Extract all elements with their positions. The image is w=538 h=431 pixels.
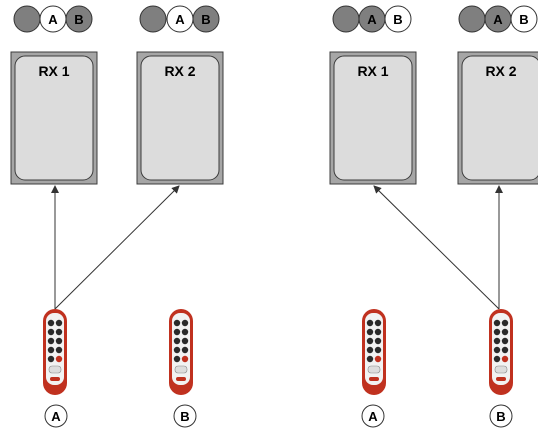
left-rx2-receiver: RX 2 [136,51,224,185]
left-rx1-badge-blank [13,5,41,33]
right-rx2-badge-b [510,5,538,33]
left-rx1-channel-badges: A B [13,5,93,33]
left-rx2-channel-badges: A B [139,5,220,33]
left-rx1-label: RX 1 [38,63,69,79]
left-rx2-label: RX 2 [164,63,195,79]
left-remote-a-label: A [51,409,61,424]
right-remote-b-label-circle [489,404,513,428]
right-rx1-badge-a-label: A [367,12,377,27]
left-rx1-receiver: RX 1 [10,51,98,185]
left-remote-b [168,308,194,396]
left-rx2-badge-b-label: B [201,12,210,27]
left-remote-a [42,308,68,396]
left-rx1-badge-b-label: B [74,12,83,27]
right-rx2-channel-badges: A B [458,5,538,33]
right-rx2-badge-blank [458,5,486,33]
right-arrow-b-to-rx1 [373,185,500,310]
right-remote-a [361,308,387,396]
right-remote-b [488,308,514,396]
left-rx2-badge-blank [139,5,167,33]
right-rx2-label: RX 2 [485,63,516,79]
right-rx1-badge-b-label: B [393,12,402,27]
left-rx2-badge-b [192,5,220,33]
right-rx1-channel-badges: A B [332,5,412,33]
right-rx1-badge-b [384,5,412,33]
left-rx1-badge-a-label: A [48,12,58,27]
right-rx2-badge-a-label: A [493,12,503,27]
left-remote-a-label-circle [44,404,68,428]
left-arrow-a-to-rx2 [54,185,180,310]
left-rx2-badge-a-label: A [175,12,185,27]
right-rx1-badge-blank [332,5,360,33]
right-remote-a-label-circle [361,404,385,428]
right-remote-b-label: B [496,409,505,424]
left-remote-b-label-circle [173,404,197,428]
right-rx2-receiver: RX 2 [457,51,538,185]
right-rx1-label: RX 1 [357,63,388,79]
left-rx1-badge-b [65,5,93,33]
right-remote-a-label: A [368,409,378,424]
right-rx2-badge-b-label: B [519,12,528,27]
right-rx1-receiver: RX 1 [329,51,417,185]
left-remote-b-label: B [180,409,189,424]
